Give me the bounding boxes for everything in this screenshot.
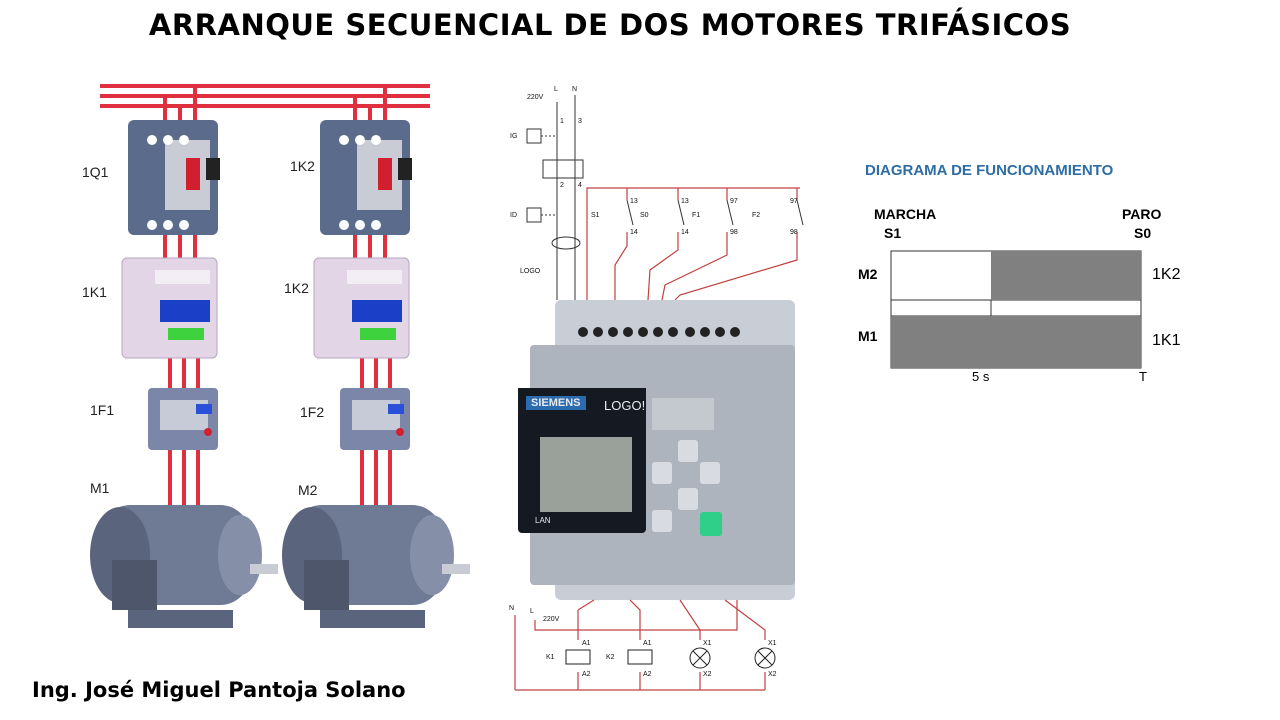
load-lamp2-x2: X2	[768, 671, 777, 678]
logo-plc	[518, 300, 795, 600]
label-1q1: 1Q1	[82, 164, 109, 180]
contact-f1: F1	[692, 212, 701, 219]
timing-bar-m2	[991, 251, 1141, 300]
output-supply-n: N	[509, 605, 515, 612]
contact-s0-b: 14	[681, 229, 689, 236]
load-k1: K1	[546, 654, 555, 661]
contactor-1k1	[121, 257, 218, 359]
plc-model: LOGO!	[604, 398, 646, 413]
contact-s0-a: 13	[681, 198, 689, 205]
page-title: ARRANQUE SECUENCIAL DE DOS MOTORES TRIFÁ…	[148, 8, 1072, 42]
overload-relay-1f1	[148, 388, 218, 450]
row-m2-name: M2	[858, 266, 878, 282]
contact-s1: S1	[591, 212, 600, 219]
contact-f2-b: 98	[790, 229, 798, 236]
load-lamp1-x2: X2	[703, 671, 712, 678]
contact-f2-a: 97	[790, 198, 798, 205]
load-k2-a2: A2	[643, 671, 652, 678]
plc-lan-port: LAN	[535, 516, 551, 525]
contact-f2: F2	[752, 212, 761, 219]
stop-label: PARO	[1122, 206, 1162, 222]
contactor-1k2	[313, 257, 410, 359]
stop-button: S0	[1134, 225, 1152, 241]
start-button: S1	[884, 225, 902, 241]
busbars	[100, 84, 430, 108]
breaker-1q1	[128, 120, 220, 235]
row-m2-contactor: 1K2	[1152, 266, 1181, 283]
wires-motor-2	[353, 86, 392, 505]
supply-voltage: 220V	[527, 94, 544, 101]
label-1f2: 1F2	[300, 404, 325, 420]
contact-s0: S0	[640, 212, 649, 219]
timing-bar-m1	[891, 316, 1141, 368]
label-1k2: 1K2	[284, 280, 309, 296]
terminal-2: 2	[560, 182, 564, 189]
label-m2: M2	[298, 482, 318, 498]
load-lamp2-x1: X1	[768, 640, 777, 647]
wires-motor-1	[163, 86, 200, 505]
label-m1: M1	[90, 480, 110, 496]
contact-s1-a: 13	[630, 198, 638, 205]
logo-label: LOGO	[520, 268, 541, 275]
terminal-3: 3	[578, 118, 582, 125]
supply-l: L	[554, 86, 558, 93]
row-m1-name: M1	[858, 328, 878, 344]
load-k2-a1: A1	[643, 640, 652, 647]
motor-m1	[90, 505, 278, 628]
output-supply-voltage: 220V	[543, 616, 560, 623]
breaker-1k2	[320, 120, 412, 235]
time-mark-5s: 5 s	[972, 369, 990, 384]
output-supply-l: L	[530, 608, 534, 615]
breaker-id: ID	[510, 212, 517, 219]
label-1f1: 1F1	[90, 402, 115, 418]
breaker-ig: IG	[510, 133, 518, 140]
timing-diagram-title: DIAGRAMA DE FUNCIONAMIENTO	[865, 162, 1114, 179]
author: Ing. José Miguel Pantoja Solano	[32, 678, 406, 702]
load-k1-a2: A2	[582, 671, 591, 678]
start-label: MARCHA	[874, 206, 937, 222]
terminal-1: 1	[560, 118, 564, 125]
contact-f1-b: 98	[730, 229, 738, 236]
supply-n: N	[572, 86, 578, 93]
motor-m2	[282, 505, 470, 628]
load-k2: K2	[606, 654, 615, 661]
overload-relay-1f2	[340, 388, 410, 450]
time-mark-t: T	[1139, 369, 1147, 384]
terminal-4: 4	[578, 182, 582, 189]
label-1k1: 1K1	[82, 284, 107, 300]
plc-brand: SIEMENS	[526, 396, 586, 410]
label-1k2-breaker: 1K2	[290, 158, 315, 174]
contact-f1-a: 97	[730, 198, 738, 205]
load-lamp1-x1: X1	[703, 640, 712, 647]
row-m1-contactor: 1K1	[1152, 332, 1181, 349]
contact-s1-b: 14	[630, 229, 638, 236]
load-k1-a1: A1	[582, 640, 591, 647]
